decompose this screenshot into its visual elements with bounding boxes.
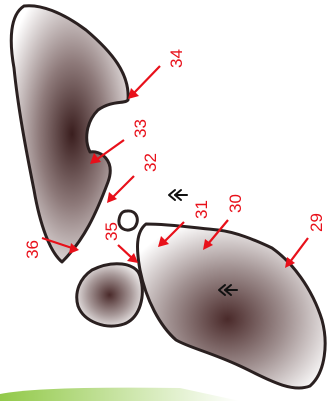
double-chevron-left-icon	[169, 190, 187, 200]
ring-shape	[119, 211, 137, 230]
arrow-35	[118, 245, 138, 263]
label-31: 31	[192, 200, 211, 219]
corner-accent	[0, 388, 240, 401]
arrow-34	[128, 66, 160, 99]
label-30: 30	[226, 194, 245, 213]
label-33: 33	[131, 119, 150, 138]
label-36: 36	[23, 240, 42, 259]
arrow-29	[285, 238, 308, 268]
label-32: 32	[141, 153, 160, 172]
shape-right	[138, 224, 326, 388]
label-35: 35	[102, 222, 121, 241]
shape-small-left	[77, 264, 143, 326]
label-34: 34	[167, 49, 186, 68]
label-29: 29	[307, 213, 326, 232]
arrow-32	[107, 176, 134, 203]
